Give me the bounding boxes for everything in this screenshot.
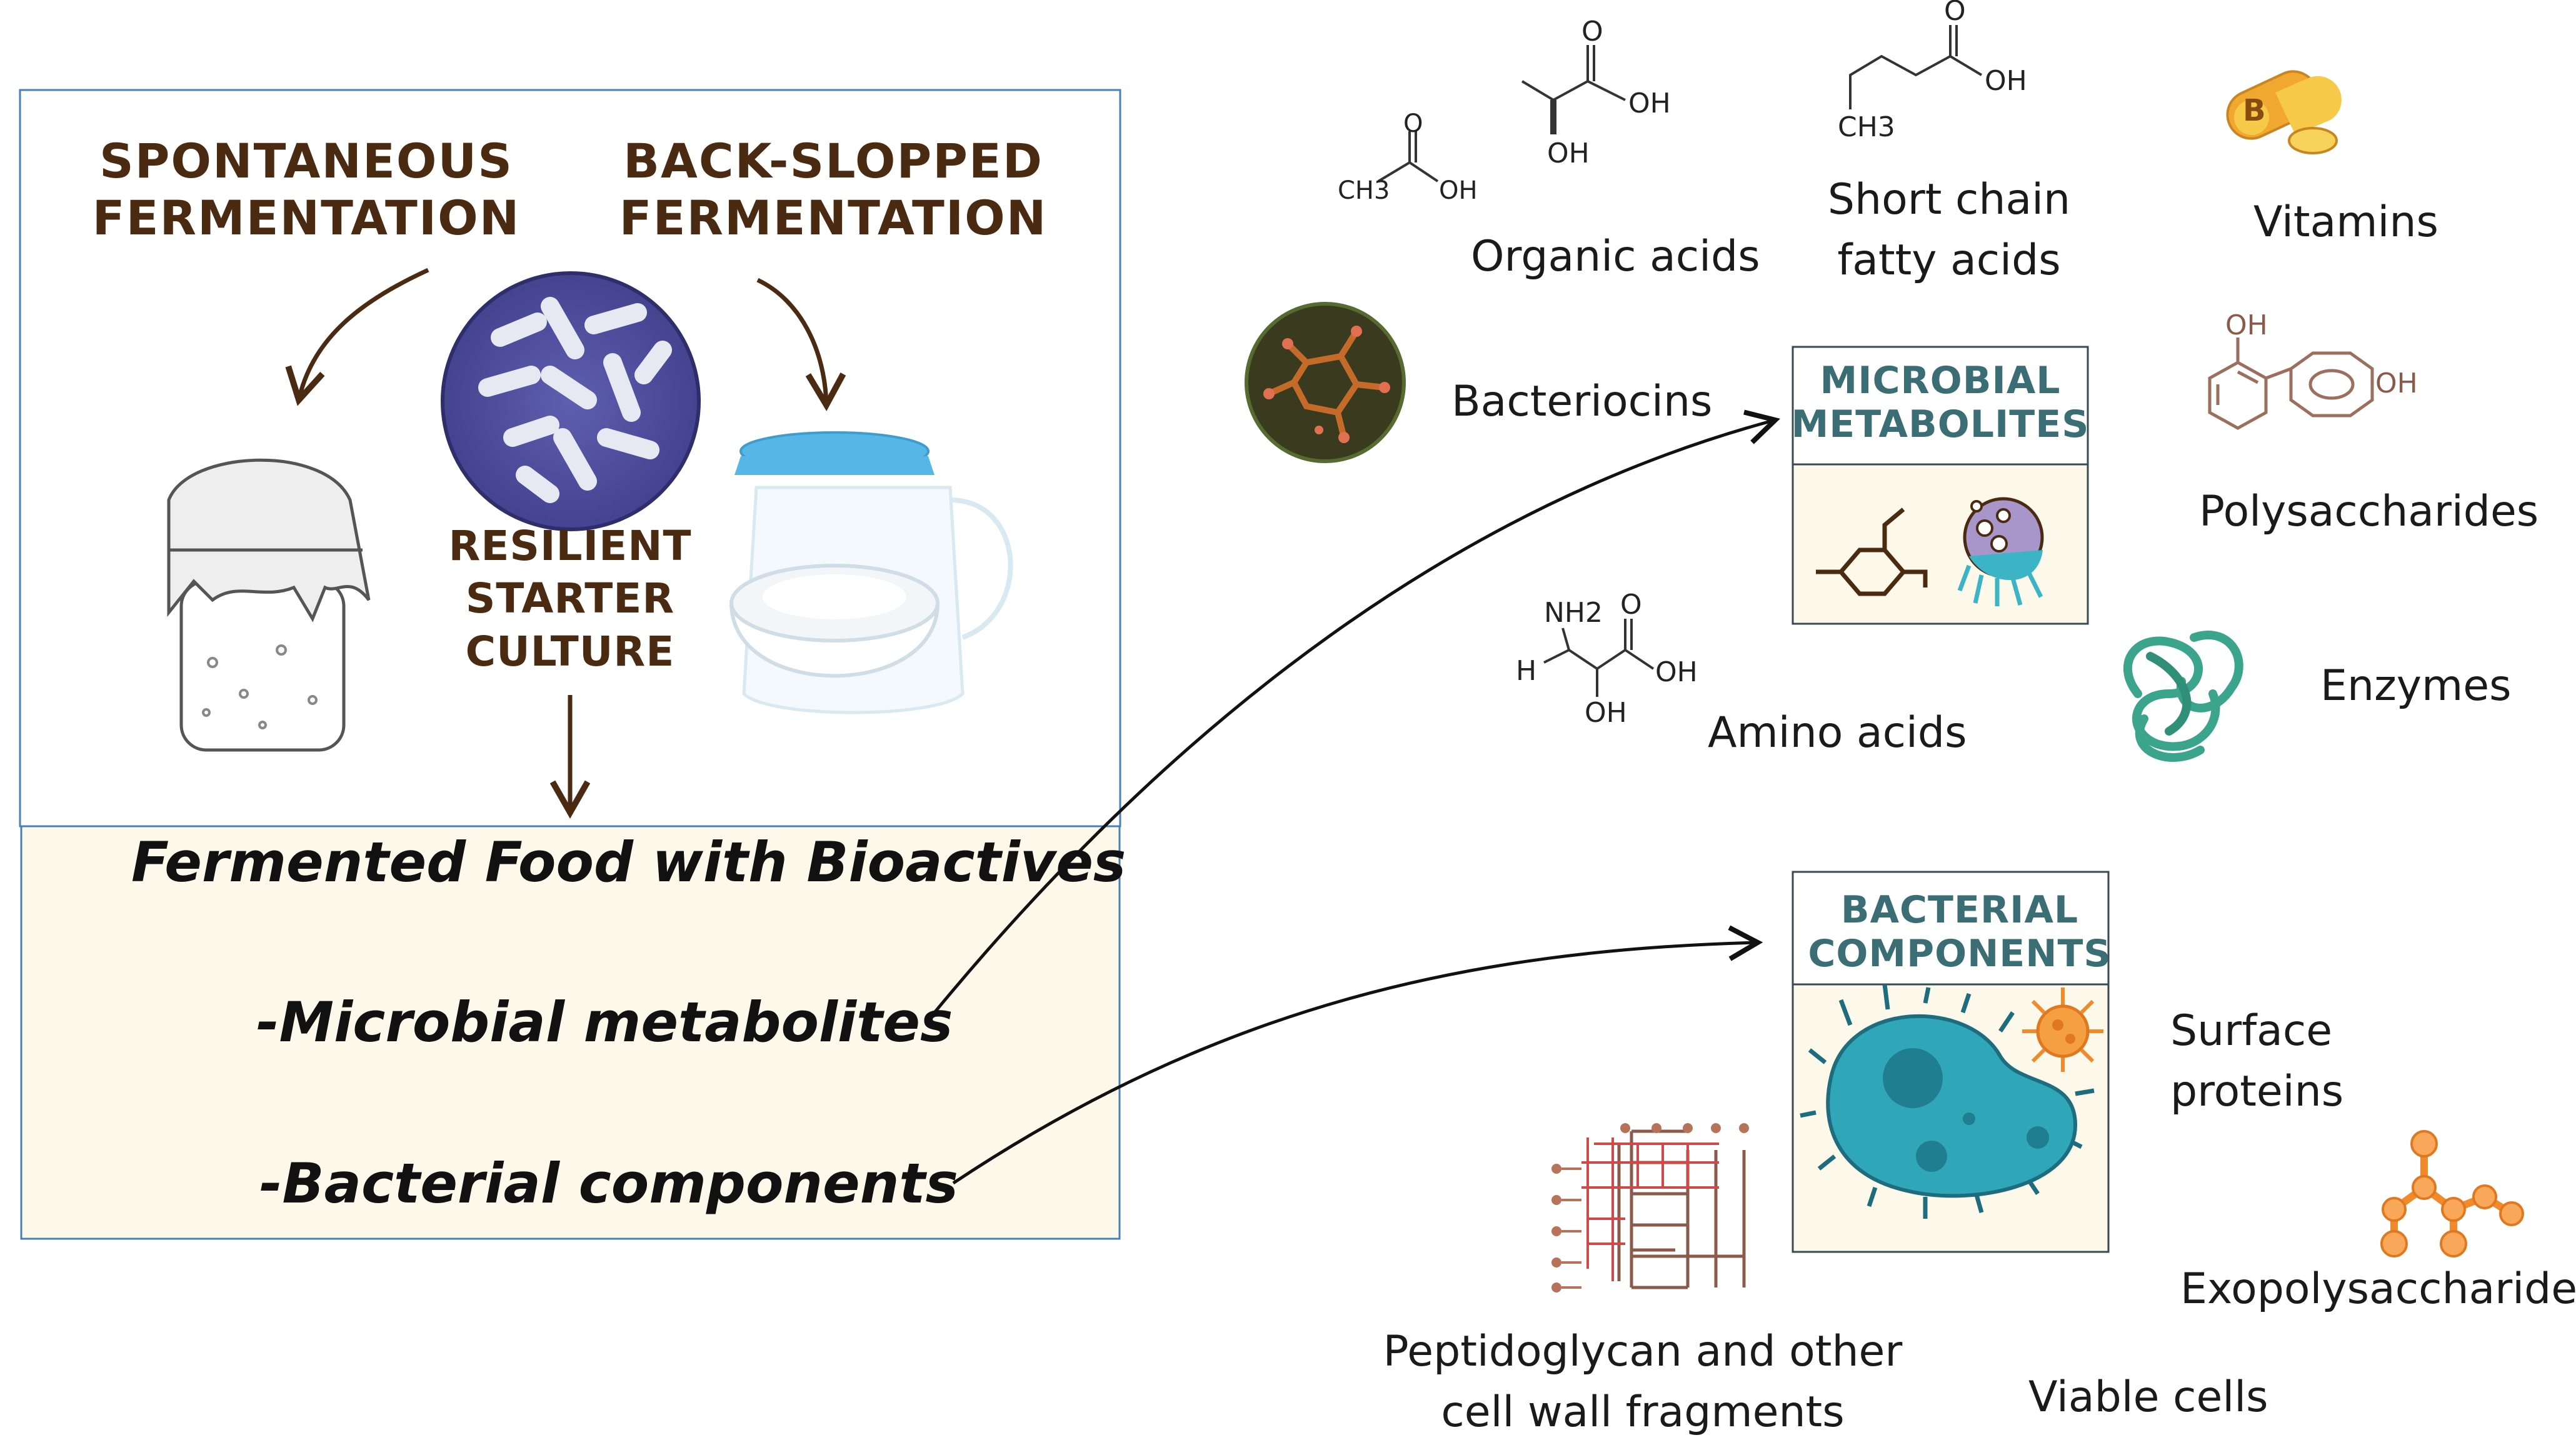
arrow-to-jar (285, 268, 429, 406)
microbial-metabolites-title: MICROBIAL METABOLITES (1791, 359, 2090, 446)
microbial-metabolites-item: -Microbial metabolites (256, 990, 953, 1054)
amino-o: O (1620, 589, 1642, 621)
bacterial-components-title: BACTERIAL COMPONENTS (1808, 888, 2112, 976)
vitamin-pill-icon (2226, 70, 2342, 154)
scfa-label: Short chain fatty acids (1827, 175, 2071, 285)
viable-cells-label: Viable cells (2028, 1372, 2268, 1422)
lactic-o: O (1581, 16, 1603, 48)
bacterial-components-item: -Bacterial components (259, 1151, 958, 1216)
amino-acid-structure (1543, 619, 1655, 697)
polyphenol-structure (2208, 338, 2374, 430)
amino-oh: OH (1655, 656, 1698, 688)
acetic-acid-structure (1377, 131, 1439, 182)
spontaneous-fermentation-label: SPONTANEOUS FERMENTATION (92, 133, 521, 246)
arrow-to-pitcher (756, 278, 846, 411)
surface-proteins-label: Surface proteins (2170, 1006, 2344, 1116)
amino-h: H (1516, 655, 1537, 687)
lactic-oh: OH (1628, 88, 1671, 119)
peptidoglycan-icon (1551, 1123, 1749, 1292)
starter-culture-label: RESILIENT STARTER CULTURE (448, 522, 692, 676)
amino-oh2: OH (1585, 697, 1627, 729)
starter-culture-icon (441, 271, 701, 531)
jar-icon (167, 458, 371, 752)
arrow-to-bacterial-components (952, 925, 1763, 1185)
peptidoglycan-label: Peptidoglycan and other cell wall fragme… (1383, 1327, 1903, 1437)
polyphenol-oh: OH (2225, 309, 2268, 341)
bacteriocins-label: Bacteriocins (1451, 377, 1713, 426)
polysaccharides-label: Polysaccharides (2199, 487, 2539, 536)
amino-nh2: NH2 (1544, 597, 1603, 629)
bacteriocin-icon (1245, 302, 1406, 463)
arrow-to-microbial-metabolites (933, 409, 1780, 1014)
exopolysaccharides-label: Exopolysaccharides (2180, 1264, 2576, 1314)
fermented-food-title: Fermented Food with Bioactives (131, 830, 1126, 894)
enzyme-icon (2123, 631, 2243, 762)
lactic-acid-structure (1521, 45, 1626, 134)
vitamin-b-letter: B (2243, 93, 2266, 128)
butyrate-structure (1849, 25, 1983, 109)
pitcher-bowl-icon (729, 431, 1013, 714)
butyrate-o: O (1944, 0, 1966, 27)
butyrate-oh: OH (1985, 65, 2027, 97)
lactic-oh2: OH (1547, 138, 1590, 169)
backslopped-fermentation-label: BACK-SLOPPED FERMENTATION (619, 133, 1048, 246)
acetic-ch3: CH3 (1338, 176, 1390, 205)
fermented-food-box (20, 825, 1121, 1240)
amino-acids-label: Amino acids (1708, 708, 1967, 758)
microbial-metabolites-box (1792, 346, 2089, 625)
enzymes-label: Enzymes (2320, 661, 2512, 711)
exopolysaccharide-icon (2380, 1130, 2524, 1258)
butyrate-ch3: CH3 (1838, 111, 1895, 143)
polyphenol-oh2: OH (2375, 368, 2418, 399)
acetic-oh: OH (1439, 176, 1478, 205)
acetic-o: O (1403, 109, 1423, 138)
bacterial-components-box (1792, 871, 2110, 1253)
organic-acids-label: Organic acids (1471, 232, 1760, 281)
vitamins-label: Vitamins (2253, 198, 2438, 247)
